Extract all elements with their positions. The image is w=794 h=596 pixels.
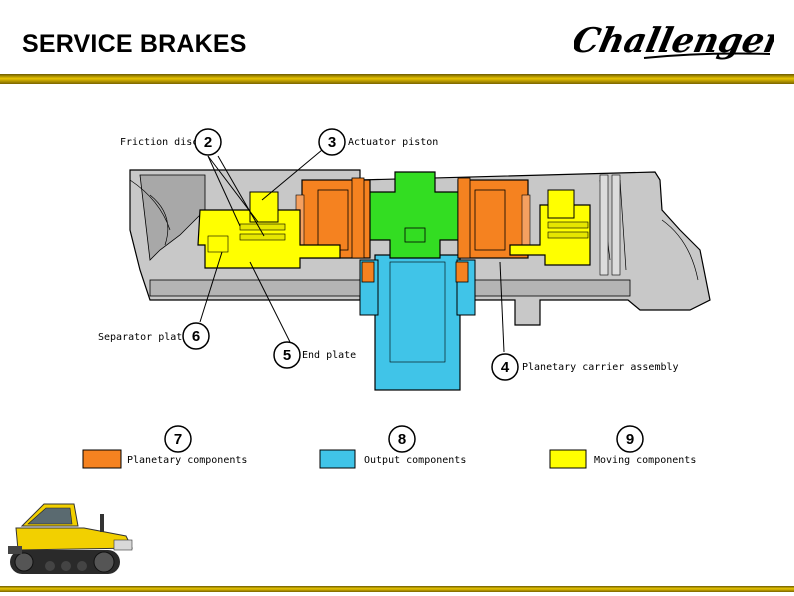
legend-moving: 9 Moving components bbox=[549, 425, 696, 469]
tractor-image bbox=[8, 503, 133, 574]
callout-label: Friction discs bbox=[120, 137, 204, 148]
callout-label: Separator plate bbox=[98, 332, 188, 343]
header-divider-bar bbox=[0, 74, 794, 84]
legend-number: 8 bbox=[398, 431, 406, 448]
legend-label: Planetary components bbox=[127, 455, 247, 466]
callout-number: 6 bbox=[192, 328, 200, 345]
callout-label: Actuator piston bbox=[348, 137, 438, 148]
callout-number: 4 bbox=[501, 359, 510, 376]
legend-swatch bbox=[82, 449, 122, 469]
callout-separator-plate: Separator plate 6 bbox=[98, 322, 210, 350]
callout-number: 5 bbox=[283, 347, 291, 364]
moving-right bbox=[509, 189, 591, 266]
legend-number: 9 bbox=[626, 431, 634, 448]
legend-swatch bbox=[319, 449, 356, 469]
callout-actuator-piston: 3 Actuator piston bbox=[318, 128, 438, 156]
callout-label: End plate bbox=[302, 350, 356, 361]
callout-number: 2 bbox=[204, 134, 212, 151]
legend-planetary: 7 Planetary components bbox=[82, 425, 247, 469]
callout-label: Planetary carrier assembly bbox=[522, 362, 679, 373]
sun-gear-hub bbox=[367, 171, 461, 259]
challenger-logo: Challenger bbox=[574, 21, 774, 61]
legend-label: Output components bbox=[364, 455, 466, 466]
leader-lines bbox=[199, 149, 505, 353]
callout-number: 3 bbox=[328, 134, 336, 151]
legend-number: 7 bbox=[174, 431, 182, 448]
callout-end-plate: 5 End plate bbox=[273, 341, 356, 369]
legend-label: Moving components bbox=[594, 455, 696, 466]
legend-output: 8 Output components bbox=[319, 425, 466, 469]
page-title: SERVICE BRAKES bbox=[22, 30, 247, 58]
footer-divider-bar bbox=[0, 586, 794, 592]
callout-friction-discs: Friction discs 2 bbox=[120, 128, 222, 156]
legend-swatch bbox=[549, 449, 587, 469]
callout-planetary-carrier: 4 Planetary carrier assembly bbox=[491, 353, 679, 381]
